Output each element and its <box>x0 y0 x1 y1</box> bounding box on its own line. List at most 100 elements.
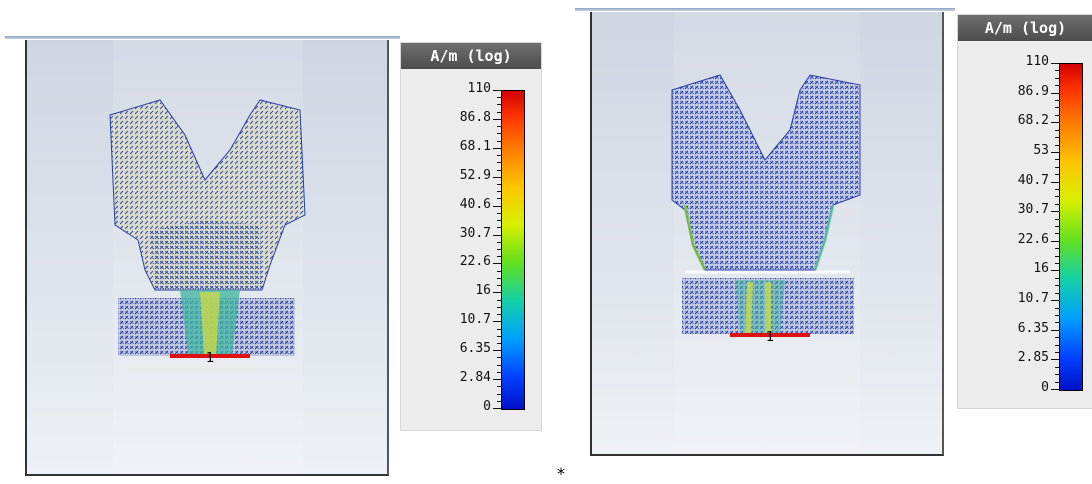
legend-tick-label: 52.9 <box>459 167 491 183</box>
legend-minor-tick <box>1055 100 1059 102</box>
legend-minor-tick <box>1055 85 1059 87</box>
legend-minor-tick <box>1055 285 1059 287</box>
legend-tick-label: 110 <box>1025 54 1049 69</box>
legend-tick-mark <box>1051 359 1059 361</box>
legend-minor-tick <box>1055 129 1059 131</box>
port-label: 1 <box>766 330 774 345</box>
legend-minor-tick <box>497 249 501 250</box>
legend-minor-tick <box>497 183 501 185</box>
legend-minor-tick <box>1055 203 1059 205</box>
legend-minor-tick <box>497 126 501 128</box>
legend-minor-tick <box>1055 174 1059 176</box>
legend-minor-tick <box>497 133 501 135</box>
legend-minor-tick <box>497 198 501 200</box>
legend-minor-tick <box>497 371 501 373</box>
legend-minor-tick <box>497 270 501 272</box>
viewport-border <box>590 12 944 456</box>
legend-minor-tick <box>1055 166 1059 168</box>
legend-minor-tick <box>1055 374 1059 376</box>
legend-minor-tick <box>497 104 501 106</box>
legend-tick-mark <box>493 234 501 236</box>
field-plot-left: 1 <box>109 99 306 366</box>
legend-minor-tick <box>497 335 501 337</box>
legend-tick-label: 16 <box>475 283 491 299</box>
legend-tick-mark <box>493 90 501 91</box>
view-top-edge <box>5 36 400 39</box>
legend-tick-label: 2.85 <box>1017 350 1049 366</box>
legend-tick-label: 86.8 <box>459 109 491 125</box>
legend-title: A/m (log) <box>401 43 541 69</box>
legend-tick-mark <box>1051 211 1059 213</box>
legend-minor-tick <box>1055 277 1059 279</box>
legend-minor-tick <box>497 191 501 193</box>
legend-minor-tick <box>1055 226 1059 227</box>
legend-minor-tick <box>1055 337 1059 339</box>
legend-minor-tick <box>497 299 501 301</box>
legend-tick-mark <box>1051 181 1059 183</box>
legend-minor-tick <box>1055 70 1059 72</box>
legend-tick-label: 40.6 <box>459 196 491 212</box>
legend-minor-tick <box>1055 351 1059 353</box>
legend-tick-mark <box>1051 240 1059 242</box>
legend-minor-tick <box>1055 292 1059 294</box>
colorbar <box>1059 63 1083 391</box>
legend-tick-label: 0 <box>483 399 491 414</box>
legend-tick-label: 30.7 <box>1017 202 1049 218</box>
legend-tick-label: 22.6 <box>459 254 491 270</box>
legend-minor-tick <box>1055 196 1059 198</box>
legend-minor-tick <box>497 256 501 258</box>
legend-minor-tick <box>497 212 501 214</box>
legend-minor-tick <box>497 241 501 243</box>
legend-tick-mark <box>1051 329 1059 331</box>
legend-minor-tick <box>497 111 501 113</box>
legend-tick-mark <box>493 292 501 294</box>
legend-minor-tick <box>497 155 501 157</box>
legend-tick-mark <box>493 118 501 120</box>
legend-tick-label: 30.7 <box>459 225 491 241</box>
legend-tick-mark <box>493 263 501 265</box>
legend-minor-tick <box>1055 159 1059 161</box>
legend-minor-tick <box>1055 366 1059 368</box>
legend-minor-tick <box>497 97 501 99</box>
legend-tick-mark <box>1051 63 1059 64</box>
viewport-border <box>25 40 389 476</box>
legend-tick-label: 68.1 <box>459 138 491 154</box>
legend-tick-mark <box>493 205 501 207</box>
legend-minor-tick <box>497 328 501 330</box>
legend-minor-tick <box>497 306 501 308</box>
port-label: 1 <box>206 351 214 366</box>
legend-minor-tick <box>497 364 501 366</box>
legend-tick-mark <box>493 350 501 352</box>
legend-minor-tick <box>497 169 501 171</box>
legend-tick-label: 86.9 <box>1017 83 1049 99</box>
legend-minor-tick <box>497 314 501 316</box>
legend-minor-tick <box>497 400 501 402</box>
legend-tick-label: 53 <box>1033 142 1049 158</box>
legend-minor-tick <box>497 227 501 229</box>
legend-minor-tick <box>1055 144 1059 146</box>
legend-tick-label: 16 <box>1033 261 1049 277</box>
view-top-edge <box>575 8 955 11</box>
legend-tick-label: 10.7 <box>1017 291 1049 307</box>
legend-tick-mark <box>1051 300 1059 302</box>
legend-tick-mark <box>493 408 501 409</box>
legend-minor-tick <box>497 277 501 279</box>
legend-minor-tick <box>497 386 501 388</box>
legend-minor-tick <box>497 220 501 222</box>
legend-tick-label: 110 <box>467 81 491 96</box>
legend-minor-tick <box>1055 381 1059 383</box>
legend-minor-tick <box>497 357 501 359</box>
legend-minor-tick <box>1055 137 1059 139</box>
legend-tick-mark <box>1051 389 1059 390</box>
legend-tick-mark <box>1051 92 1059 94</box>
legend-minor-tick <box>1055 344 1059 346</box>
legend-minor-tick <box>497 342 501 344</box>
left-panel: 1 A/m (log) 110 86.8 68.1 52.9 40.6 30.7 22.6 1… <box>0 0 545 484</box>
legend-tick-label: 22.6 <box>1017 231 1049 247</box>
legend-minor-tick <box>1055 188 1059 190</box>
legend-tick-label: 2.84 <box>459 370 491 386</box>
legend-minor-tick <box>1055 114 1059 116</box>
legend-minor-tick <box>1055 77 1059 79</box>
